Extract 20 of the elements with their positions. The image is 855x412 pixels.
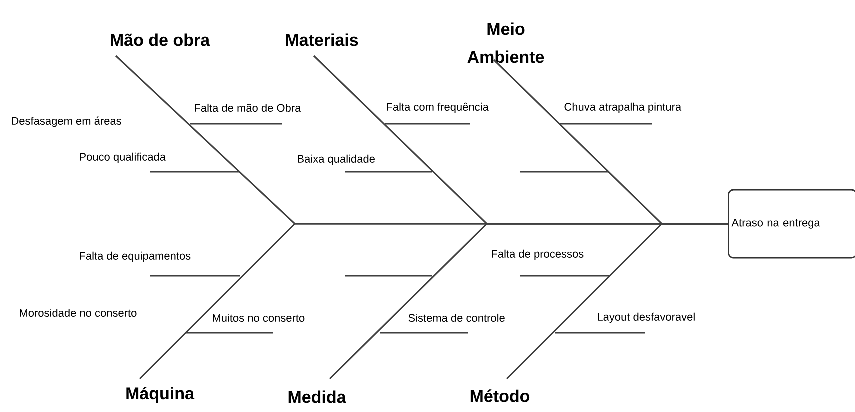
cause-label: Muitos no conserto bbox=[211, 312, 306, 324]
cause-label: Baixa qualidade bbox=[296, 154, 376, 166]
cause-label: Layout desfavoravel bbox=[596, 312, 697, 324]
category-heading: Método bbox=[470, 390, 530, 402]
cause-label: Desfasagem em áreas bbox=[10, 116, 123, 128]
effect-box: Atraso na entrega bbox=[728, 189, 855, 259]
category-heading: Medida bbox=[288, 390, 346, 404]
bone-line bbox=[506, 223, 728, 380]
cause-label: Chuva atrapalha pintura bbox=[563, 102, 683, 114]
cause-label: Sistema de controle bbox=[407, 312, 506, 324]
category-heading: Máquina bbox=[126, 387, 195, 403]
cause-label: Falta com frequência bbox=[385, 102, 490, 114]
cause-label: Morosidade no conserto bbox=[18, 308, 138, 318]
category-heading: Mão de obra bbox=[111, 34, 210, 46]
cause-label: Falta de equipamentos bbox=[78, 250, 192, 264]
category-heading: Materiais bbox=[286, 34, 358, 46]
cause-label: Pouco qualificada bbox=[78, 152, 168, 164]
cause-label: Falta de mão de Obra bbox=[193, 102, 302, 114]
category-heading: Meio Ambiente bbox=[468, 22, 544, 64]
cause-label: Falta de processos bbox=[490, 248, 586, 262]
